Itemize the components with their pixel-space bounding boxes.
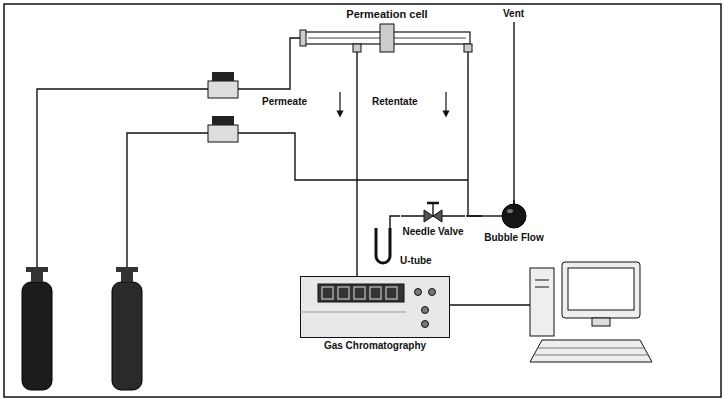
gas-pipe [127,133,208,267]
cell-port [353,44,361,52]
gas-chromatograph-shape [300,276,450,338]
controller-head [212,72,234,81]
port-pipe [467,52,468,62]
gc-housing [301,277,450,338]
monitor-screen [568,268,634,310]
display-digit [354,287,365,299]
frame-border [4,4,721,397]
controller-head [212,116,234,125]
cylinder-valve [121,272,133,282]
computer-keyboard [530,340,652,362]
needle-valve: Needle Valve [400,200,466,239]
gc-knob [415,289,422,296]
flow-label: Retentate [372,96,418,108]
flow-label: Permeate [262,96,307,108]
node-label: Bubble Flow [484,230,543,245]
gas-pipe [37,89,208,267]
needle-valve-shape [401,200,465,224]
vent-line [513,22,514,204]
valve-handle [427,202,439,205]
u-tube-glass [376,228,390,263]
node-label: Needle Valve [402,224,463,239]
gas-line [468,62,482,216]
signal-cable [450,304,530,305]
cell-port [464,44,472,52]
gas-pipe [238,133,468,180]
gc-panel-line [300,312,406,313]
display-digit [322,287,333,299]
cylinder-valve [31,272,43,282]
node-label: U-tube [400,253,432,268]
permeation-cell-shape [298,22,476,62]
cell-end-cap [300,30,306,46]
display-digit [386,287,397,299]
meter-pipe [482,215,502,216]
permeation-cell: Permeation cell [298,6,476,62]
cylinder-regulator [116,267,138,272]
port-pipe [356,52,357,62]
gc-knob [422,307,429,314]
gas-line [356,62,357,276]
flow-arrow [339,92,340,114]
mass-flow-controller [208,81,238,98]
vent-stub [513,200,514,204]
drive-slot [535,287,549,288]
bubble-meter-bulb [502,204,526,228]
gas-chromatograph: Gas Chromatography [300,276,450,353]
node-label: Gas Chromatography [324,338,426,353]
monitor-stand [592,318,610,326]
gas-cylinder [22,282,52,390]
gas-cylinder [112,282,142,390]
flow-arrow [445,92,446,114]
display-digit [370,287,381,299]
mass-flow-controller [208,125,238,142]
valve-stem [432,204,433,216]
bubble-flow-meter: Bubble Flow [482,200,546,245]
gas-line [390,216,400,228]
keyboard-keys [538,348,644,349]
bubble-flow-meter-shape [482,200,546,230]
drive-slot [535,280,549,281]
gc-knob [429,289,436,296]
display-digit [338,287,349,299]
computer-monitor [562,262,640,318]
gc-display [318,284,404,302]
gas-pipe [238,38,304,89]
u-tube-manometer-shape [370,228,396,268]
vent-label: Vent [503,8,524,20]
cell-flange [380,24,394,52]
computer-tower [530,268,554,336]
gc-knob [422,321,429,328]
cylinder-regulator [26,267,48,272]
keyboard-keys [535,355,648,356]
gas-line [466,215,482,216]
bulb-highlight [507,209,513,213]
node-label: Permeation cell [346,6,427,22]
